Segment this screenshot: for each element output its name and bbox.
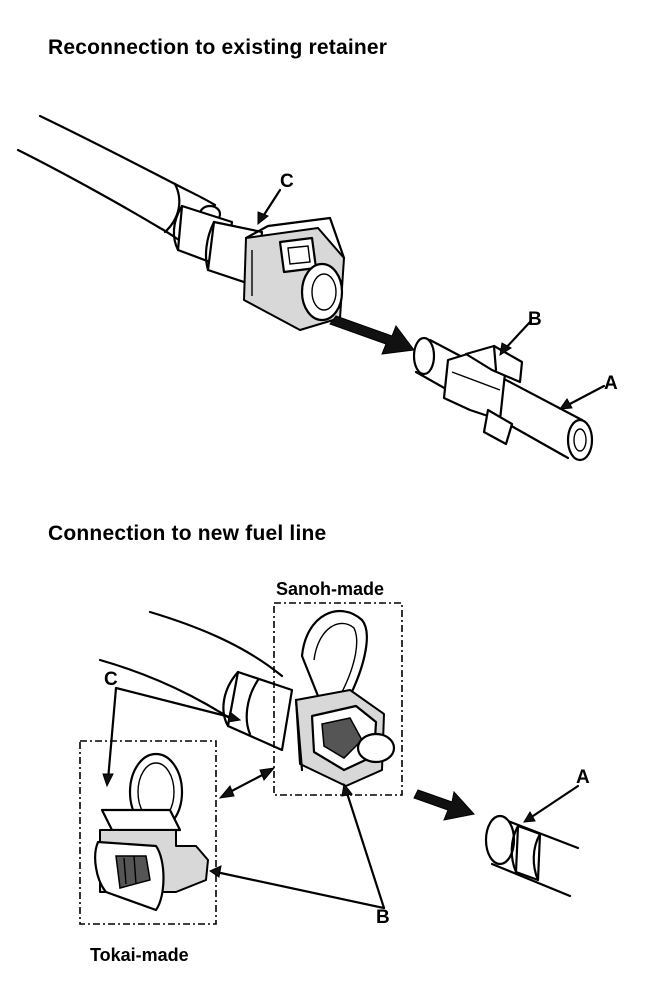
- top-callout-a: A: [604, 373, 618, 394]
- top-retainer-b-icon: [442, 344, 524, 446]
- top-direction-arrow-icon: [329, 315, 415, 355]
- bottom-callout-b: B: [376, 907, 390, 928]
- bottom-fuel-pipe-a-icon: [484, 814, 580, 898]
- connection-title: Connection to new fuel line: [48, 522, 327, 545]
- bottom-direction-arrow-icon: [413, 789, 475, 821]
- bottom-leader-lines: [102, 686, 580, 910]
- sanoh-connector-icon: [294, 610, 396, 787]
- bottom-double-arrow-icon: [218, 767, 276, 799]
- top-fuel-hose-icon: [16, 114, 234, 270]
- bottom-fuel-hose-icon: [98, 610, 294, 752]
- reconnection-title: Reconnection to existing retainer: [48, 36, 388, 59]
- tokai-connector-icon: [94, 752, 209, 912]
- tokai-box: [79, 740, 217, 925]
- bottom-callout-c: C: [104, 669, 118, 690]
- top-fuel-pipe-a-icon: [412, 336, 594, 462]
- top-callout-b: B: [528, 309, 542, 330]
- top-callout-c: C: [280, 171, 294, 192]
- bottom-callout-a: A: [576, 767, 590, 788]
- sanoh-box: [273, 602, 403, 796]
- top-connector-c-icon: [204, 216, 346, 331]
- top-leader-lines: [257, 188, 606, 410]
- sanoh-made-label: Sanoh-made: [276, 579, 385, 599]
- tokai-made-label: Tokai-made: [90, 945, 189, 965]
